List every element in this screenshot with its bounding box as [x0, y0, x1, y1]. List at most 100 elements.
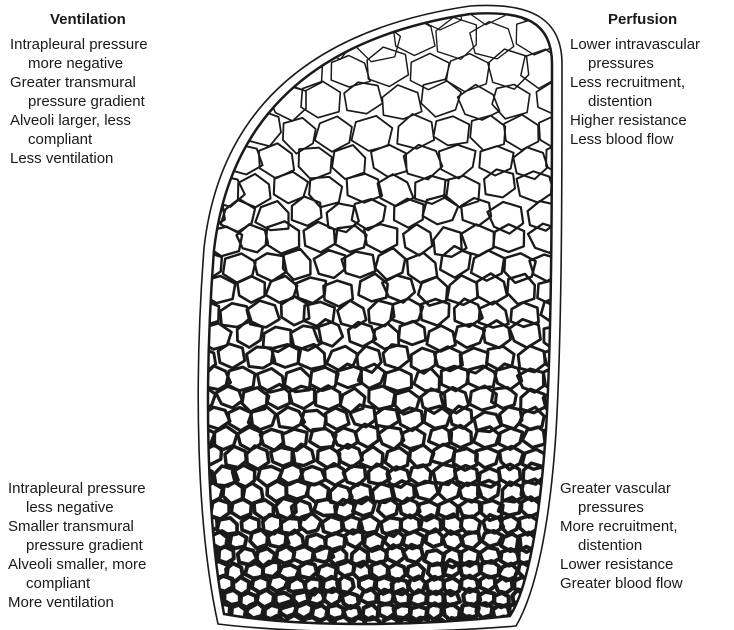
alveolus-cell [194, 18, 230, 60]
alveolus-cell [434, 116, 470, 145]
ventilation-heading: Ventilation [10, 10, 148, 29]
alveolus-cell [375, 408, 399, 427]
alveolus-cell [189, 84, 228, 116]
alveolus-cell [500, 407, 522, 429]
alveolus-cell [156, 22, 190, 59]
alveolus-cell [340, 388, 365, 412]
alveolus-cell [207, 616, 222, 630]
perfusion-heading: Perfusion [570, 10, 700, 29]
perfusion-bottom-item-text-cont: pressures [560, 498, 683, 517]
alveolus-cell [165, 426, 188, 447]
alveolus-cell [269, 576, 288, 592]
alveolus-cell [301, 81, 340, 117]
alveolus-cell [163, 301, 193, 327]
alveolus-cell [198, 516, 218, 533]
alveolus-cell [348, 322, 376, 346]
alveolus-cell [164, 385, 190, 410]
alveolus-cell [391, 299, 423, 325]
alveolus-cell [504, 115, 539, 150]
alveolus-cell [410, 53, 449, 89]
alveolus-cell [180, 366, 206, 393]
alveolus-cell [558, 616, 574, 630]
alveolus-cell [371, 145, 407, 177]
alveolus-cell [369, 386, 395, 409]
perfusion-bottom-panel: Greater vascularpressures More recruitme… [560, 479, 683, 593]
alveolus-cell [161, 517, 181, 536]
alveolus-cell [563, 221, 594, 250]
alveolus-cell [403, 224, 432, 255]
alveolus-cell [394, 199, 424, 228]
alveolus-cell [137, 176, 171, 206]
alveolus-cell [528, 224, 561, 253]
alveolus-cell [399, 321, 426, 345]
alveolus-cell [304, 222, 335, 252]
perfusion-bottom-item: Greater vascularpressures [560, 479, 683, 517]
alveolus-cell [175, 227, 205, 255]
alveolus-cell [367, 47, 408, 86]
alveolus-cell [170, 498, 190, 518]
ventilation-top-item-text-cont: compliant [10, 130, 148, 149]
alveolus-cell [140, 280, 174, 308]
alveoli-cells [124, 0, 595, 630]
alveolus-cell [426, 529, 443, 547]
alveolus-cell [250, 530, 268, 549]
perfusion-bottom-item-text: Greater vascular [560, 480, 671, 497]
alveolus-cell [158, 201, 195, 233]
alveolus-cell [378, 427, 403, 449]
alveolus-cell [190, 562, 209, 579]
alveolus-cell [517, 171, 554, 202]
alveolus-cell [544, 325, 571, 351]
ventilation-bottom-item-text: Alveoli smaller, more [8, 556, 146, 573]
alveolus-cell [299, 148, 332, 180]
alveolus-cell [251, 52, 291, 89]
alveolus-cell [176, 323, 206, 352]
alveolus-cell [229, 82, 269, 113]
alveolus-cell [173, 619, 189, 630]
alveolus-cell [551, 171, 585, 203]
alveolus-cell [177, 514, 198, 533]
alveolus-cell [415, 481, 439, 500]
alveolus-cell [177, 168, 210, 200]
alveolus-cell [163, 344, 187, 368]
alveolus-cell [300, 514, 322, 533]
alveolus-cell [182, 574, 199, 590]
ventilation-top-item: Alveoli larger, lesscompliant [10, 111, 148, 149]
alveolus-cell [410, 590, 427, 605]
alveolus-cell [431, 444, 455, 464]
alveolus-cell [266, 221, 299, 253]
perfusion-top-item-text: Less recruitment, [570, 74, 685, 91]
alveolus-cell [188, 348, 216, 374]
alveolus-cell [173, 57, 208, 89]
ventilation-bottom-item-text-cont: pressure gradient [8, 536, 146, 555]
alveolus-cell [560, 199, 592, 232]
alveolus-cell [421, 79, 461, 117]
alveolus-cell [309, 177, 342, 207]
alveolus-cell [507, 274, 535, 304]
alveolus-cell [521, 49, 562, 88]
alveolus-cell [393, 589, 409, 605]
perfusion-top-item-text: Less blood flow [570, 131, 673, 148]
perfusion-bottom-item: More recruitment,distention [560, 517, 683, 555]
alveolus-cell [203, 276, 235, 303]
alveolus-cell [492, 85, 530, 119]
perfusion-top-item: Higher resistance [570, 111, 700, 130]
alveolus-cell [436, 17, 476, 59]
alveolus-cell [326, 408, 349, 429]
alveolus-cell [331, 56, 370, 88]
alveolus-cell [161, 546, 181, 564]
ventilation-top-item-text: Greater transmural [10, 74, 136, 91]
ventilation-bottom-item-text: Intrapleural pressure [8, 480, 146, 497]
alveolus-cell [224, 617, 239, 630]
alveolus-cell [440, 246, 471, 278]
alveolus-cell [470, 116, 505, 151]
alveolus-cell [151, 87, 189, 121]
ventilation-bottom-item: Smaller transmuralpressure gradient [8, 517, 146, 555]
alveolus-cell [314, 250, 345, 278]
perfusion-bottom-item-text: Greater blood flow [560, 575, 683, 592]
perfusion-top-panel: Perfusion Lower intravascularpressures L… [570, 10, 700, 149]
alveolus-cell [145, 228, 176, 257]
alveolus-cell [542, 605, 557, 619]
ventilation-top-item-text: Alveoli larger, less [10, 112, 131, 129]
